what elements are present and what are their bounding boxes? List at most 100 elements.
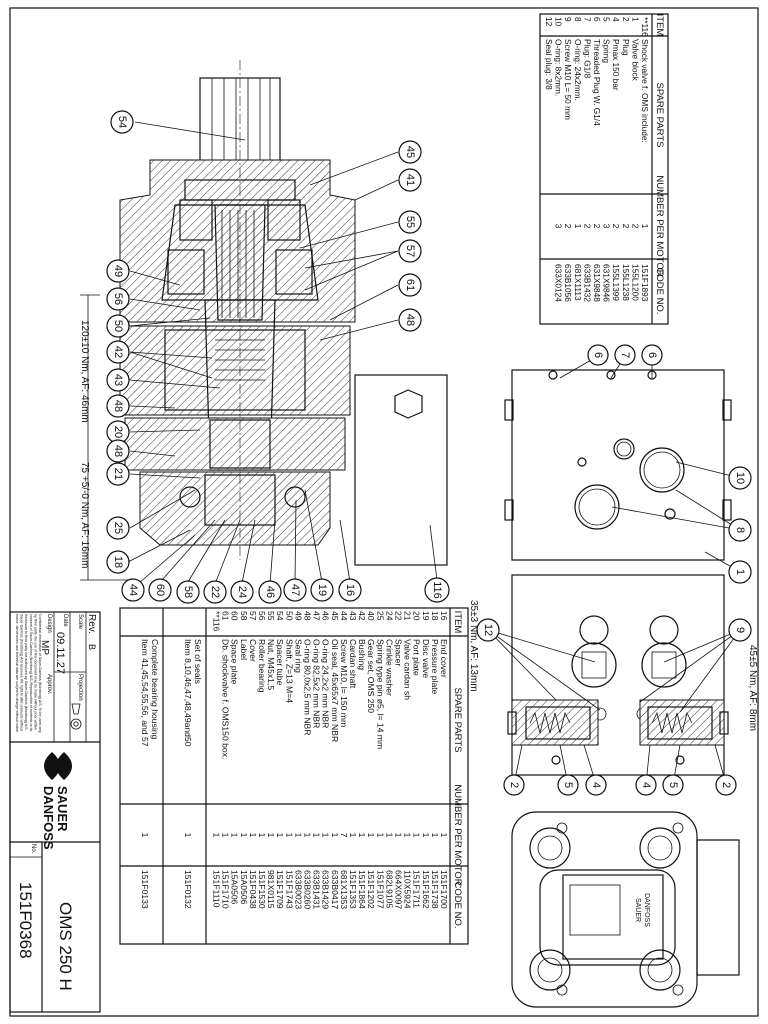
rev-label: Rev. xyxy=(86,614,97,634)
svg-text:46: 46 xyxy=(264,586,276,598)
svg-text:45: 45 xyxy=(404,146,416,158)
svg-text:8: 8 xyxy=(734,527,746,533)
drawing-title: OMS 250 H xyxy=(56,902,75,991)
row-desc: Disc valve xyxy=(421,639,431,678)
row-desc: Roller bearing xyxy=(257,639,267,693)
callout-12: 12 xyxy=(476,618,500,642)
row-qty: 1 xyxy=(321,833,331,838)
row-code: 15A0506 xyxy=(239,870,249,905)
row-item: 8 xyxy=(573,17,583,22)
row-code: 151F0438 xyxy=(248,870,258,909)
svg-text:42: 42 xyxy=(112,346,124,358)
row-code: 151F1709 xyxy=(275,870,285,909)
svg-text:2: 2 xyxy=(720,782,732,788)
legal-notice: Confidential information of Sauer-Danfos… xyxy=(15,614,42,733)
row-desc: Nut, M45x1,5 xyxy=(266,639,276,690)
row-item: 22 xyxy=(394,611,404,621)
row-code: 631X9848 xyxy=(592,264,602,302)
row-code: 15A0506 xyxy=(230,870,240,905)
row-desc: Plug: G1/8 xyxy=(582,39,592,79)
svg-text:50: 50 xyxy=(112,320,124,332)
motor-label-plate xyxy=(562,874,664,960)
row-desc: Seal ring xyxy=(293,639,303,673)
svg-text:48: 48 xyxy=(404,314,416,326)
row-desc: Pmax 150 bar xyxy=(611,39,621,91)
row-item: 56 xyxy=(257,611,267,621)
row-desc: Space plate xyxy=(230,639,240,685)
row-item: 50 xyxy=(284,611,294,621)
row-code: 681X1113 xyxy=(573,264,583,301)
set-code: 151F0132 xyxy=(183,870,193,909)
svg-text:58: 58 xyxy=(182,586,194,598)
row-qty: 2 xyxy=(592,224,602,229)
legal-line: notice, dimensions and technical data ar… xyxy=(15,614,19,733)
upper-spare-parts-table: ITEM SPARE PARTS NUMBER PER MOTOR CODE N… xyxy=(539,13,669,325)
callouts: 54 45 41 55 57 61 48 49 56 50 42 43 48 2… xyxy=(106,110,752,796)
date-label: Date xyxy=(62,614,68,627)
row-item: 12 xyxy=(544,17,554,27)
row-item: 60 xyxy=(230,611,240,621)
row-qty: 1 xyxy=(293,833,303,838)
set-desc: Set of seals xyxy=(193,639,203,684)
svg-text:25: 25 xyxy=(112,522,124,534)
projection-label: Projection xyxy=(77,674,83,701)
torque-note-screw: 75 +5/-0 Nm, AF: 16mm xyxy=(79,462,90,568)
svg-text:41: 41 xyxy=(404,174,416,186)
callout-7: 7 xyxy=(614,344,636,366)
row-code: 151F1110 xyxy=(212,870,222,908)
callout-54: 54 xyxy=(110,110,134,134)
row-item: 48 xyxy=(303,611,313,621)
row-code: 151F1530 xyxy=(257,870,267,909)
callout-43: 43 xyxy=(106,368,130,392)
row-item: 43 xyxy=(348,611,358,621)
row-item: 55 xyxy=(266,611,276,621)
approved-label: Approv. xyxy=(46,674,52,695)
valve-block-top-view xyxy=(504,369,732,561)
row-desc: O-ring 82,5x2 mm NBR xyxy=(312,639,322,728)
svg-text:18: 18 xyxy=(112,556,124,568)
row-qty: 1 xyxy=(284,833,294,838)
callout-48-a: 48 xyxy=(398,308,422,332)
set-qty: 1 xyxy=(183,833,193,838)
row-item: 42 xyxy=(357,611,367,621)
callout-46: 46 xyxy=(258,580,282,604)
row-desc: O-ring: 24x2mm. xyxy=(573,39,583,101)
legal-line: Sauer-Danfoss (Nordborg) A/S reserves th… xyxy=(20,614,24,731)
row-desc: Crinkle washer xyxy=(384,639,394,696)
upper-hdr-code: CODE NO. xyxy=(654,268,665,315)
label-plate-line1: SAUER xyxy=(634,898,641,922)
set-desc: Item 41,45,54,55,56, and 57 xyxy=(140,639,150,747)
row-code: 151F1077 xyxy=(375,870,385,909)
callout-18: 18 xyxy=(106,550,130,574)
row-code: 633B1432 xyxy=(582,264,592,302)
svg-text:12: 12 xyxy=(482,624,494,636)
callout-61: 61 xyxy=(398,273,422,297)
svg-text:1: 1 xyxy=(734,569,746,575)
callout-19: 19 xyxy=(310,578,334,602)
row-qty: 1 xyxy=(312,833,322,838)
row-desc: Label xyxy=(239,639,249,660)
row-qty: 1 xyxy=(212,833,222,838)
number-label: No. xyxy=(30,844,36,854)
row-item: 44 xyxy=(339,611,349,621)
row-code: 681X1353 xyxy=(339,870,349,909)
row-code: 151F1710 xyxy=(221,870,231,909)
row-qty: 2 xyxy=(630,224,640,229)
callout-4-b: 4 xyxy=(635,774,657,796)
row-item: 25 xyxy=(375,611,385,621)
row-code: 151F1711 xyxy=(412,870,422,908)
design-value: MP xyxy=(39,640,50,655)
row-code: 151F1700 xyxy=(439,870,449,909)
row-code: 151F1743 xyxy=(284,870,294,909)
